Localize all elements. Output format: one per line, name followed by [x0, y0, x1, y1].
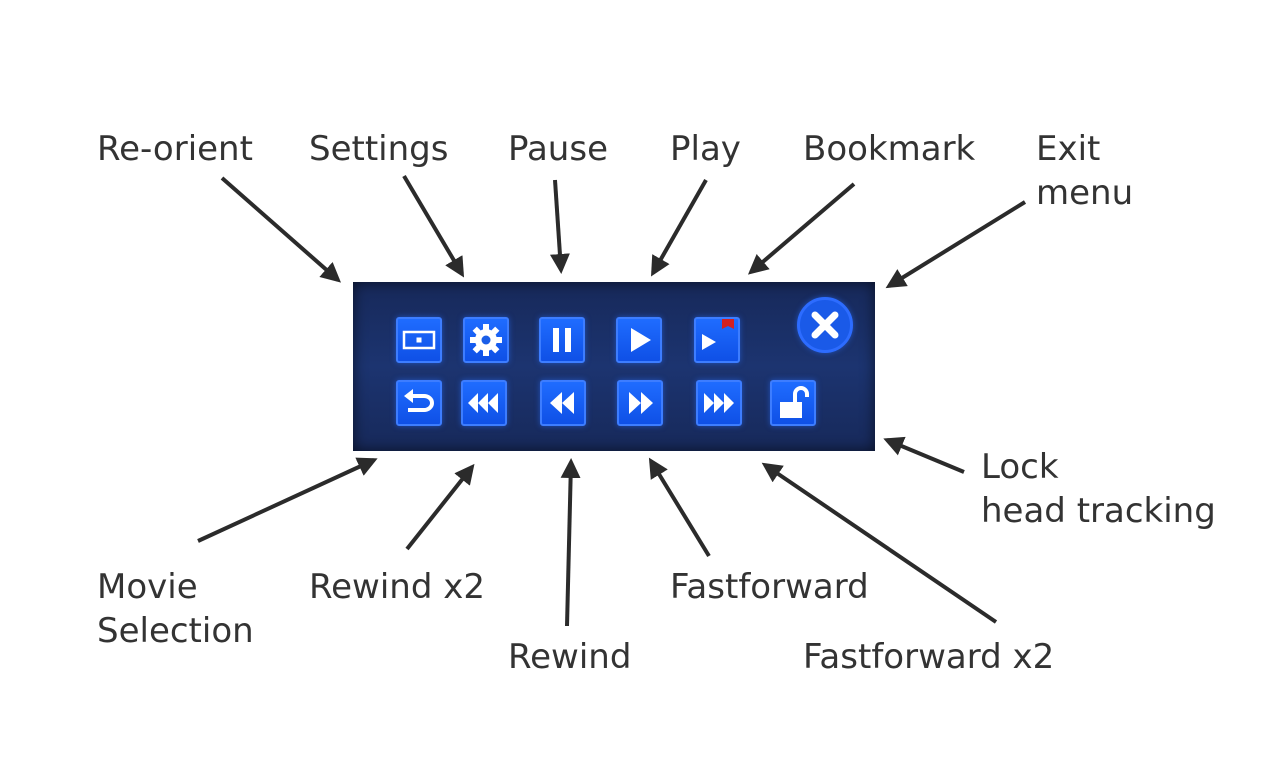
fastforward-x2-button[interactable]: [696, 380, 742, 426]
label-fastforward: Fastforward: [670, 567, 869, 607]
arrow-play: [651, 179, 708, 277]
rewind-button[interactable]: [540, 380, 586, 426]
exit-menu-button[interactable]: [797, 297, 853, 353]
label-exit-menu: Exit menu: [1036, 127, 1133, 215]
triple-fastforward-icon: [704, 393, 734, 413]
arrow-rewind-x2: [405, 463, 475, 551]
arrow-lock: [883, 436, 965, 474]
settings-button[interactable]: [463, 317, 509, 363]
label-settings: Settings: [309, 129, 449, 169]
label-lock-line2: head tracking: [981, 491, 1216, 531]
player-control-panel: [353, 282, 875, 451]
gear-icon: [470, 324, 502, 356]
play-icon: [631, 328, 651, 352]
arrow-rewind: [560, 458, 581, 627]
label-movie-selection: Movie Selection: [97, 565, 254, 653]
label-reorient: Re-orient: [97, 129, 253, 169]
arrow-exit-menu: [885, 200, 1027, 289]
label-play: Play: [670, 129, 741, 169]
arrow-pause: [549, 179, 570, 274]
bookmark-button[interactable]: [694, 317, 740, 363]
rewind-x2-button[interactable]: [461, 380, 507, 426]
bookmark-flag-icon: [702, 319, 734, 350]
label-rewind: Rewind: [508, 637, 632, 677]
label-lock-line1: Lock: [981, 447, 1059, 487]
triple-rewind-icon: [468, 393, 498, 413]
return-arrow-icon: [404, 389, 434, 412]
label-fastforward-x2: Fastforward x2: [803, 637, 1055, 677]
lock-head-tracking-button[interactable]: [770, 380, 816, 426]
rewind-icon: [550, 392, 574, 414]
pause-button[interactable]: [539, 317, 585, 363]
fastforward-button[interactable]: [617, 380, 663, 426]
label-bookmark: Bookmark: [803, 129, 976, 169]
arrow-fastforward: [648, 457, 711, 558]
arrow-movie-selection: [197, 457, 378, 543]
label-rewind-x2: Rewind x2: [309, 567, 485, 607]
label-movie-line2: Selection: [97, 611, 254, 651]
label-pause: Pause: [508, 129, 608, 169]
label-lock-head-tracking: Lock head tracking: [981, 445, 1216, 533]
pause-icon: [553, 328, 571, 352]
unlock-icon: [780, 386, 809, 418]
arrow-bookmark: [747, 182, 856, 275]
label-exit-menu-line2: menu: [1036, 173, 1134, 213]
arrow-reorient: [220, 176, 342, 283]
screen-center-icon: [402, 330, 436, 350]
fastforward-icon: [629, 392, 653, 414]
movie-selection-button[interactable]: [396, 380, 442, 426]
close-icon: [811, 311, 839, 339]
play-button[interactable]: [616, 317, 662, 363]
arrow-settings: [402, 174, 465, 278]
label-movie-line1: Movie: [97, 567, 198, 607]
reorient-button[interactable]: [396, 317, 442, 363]
label-exit-menu-line1: Exit: [1036, 129, 1101, 169]
